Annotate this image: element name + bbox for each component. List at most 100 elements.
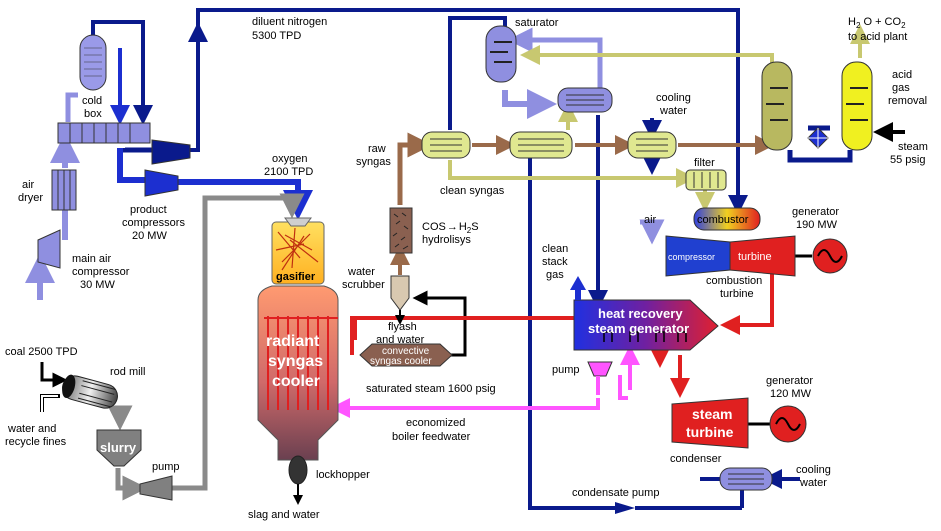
acid-gas-label-3: removal <box>888 95 927 107</box>
main-air-compressor-icon <box>37 229 61 269</box>
nitrogen-compressor-icon <box>151 139 191 165</box>
combustor-box <box>693 207 761 231</box>
rod-mill-label: rod mill <box>110 366 145 378</box>
saturator-column <box>485 25 517 83</box>
economized-feedwater-line <box>330 398 600 418</box>
hydrolysis-label: hydrolisys <box>422 234 471 246</box>
coal-feed-arrow <box>40 362 68 388</box>
slurry-pump-label: pump <box>152 461 180 473</box>
air-to-compressor-arrow <box>639 219 665 245</box>
hrsg-label-1: heat recovery <box>598 306 683 321</box>
main-air-compressor-label: main air <box>72 253 111 265</box>
diluent-nitrogen-rate: 5300 TPD <box>252 30 301 42</box>
filter-label: filter <box>694 157 715 169</box>
raw-syngas-line <box>397 132 433 205</box>
cold-box-label: cold <box>82 95 102 107</box>
power-block <box>570 207 848 514</box>
oxygen-to-compressor-line <box>117 148 145 183</box>
convective-syngas-cooler <box>359 343 453 367</box>
oxygen-compressor-icon <box>144 169 179 197</box>
cos-hydrolysis-reactor <box>389 207 413 254</box>
saturator-to-exchanger-line <box>502 89 557 119</box>
clean-syngas-line <box>448 160 696 188</box>
labels: diluent nitrogen 5300 TPD cold box air d… <box>5 16 928 521</box>
slurry-tank <box>96 429 142 467</box>
condensate-pump-icon <box>615 502 635 514</box>
flyash-label-2: and water <box>376 334 425 346</box>
radiant-cooler-label-2: syngas <box>268 353 323 370</box>
pump-feed-line <box>618 375 628 400</box>
economized-label: economized <box>406 417 465 429</box>
generator-120-power: 120 MW <box>770 388 812 400</box>
steam-55-label: steam <box>898 141 928 153</box>
combustion-turbine-label: combustion <box>706 275 762 287</box>
saturator-label: saturator <box>515 17 559 29</box>
condenser-label: condenser <box>670 453 722 465</box>
slurry-label: slurry <box>100 440 137 455</box>
acid-gas-label-2: gas <box>892 82 910 94</box>
acid-gas-absorber <box>761 61 793 151</box>
lockhopper-vessel <box>288 455 308 485</box>
water-scrubber-label: water <box>347 266 375 278</box>
product-compressors-label-2: compressors <box>122 217 185 229</box>
water-label: water and <box>7 423 56 435</box>
saturator-feed-line <box>448 16 507 130</box>
water-feed-arrow <box>41 395 58 412</box>
steam-55-label-2: 55 psig <box>890 154 925 166</box>
oxygen-to-gasifier-line <box>178 179 313 220</box>
turbine-label: turbine <box>738 251 772 263</box>
acid-plant-formula: H2 O + CO2 <box>848 16 906 30</box>
cooling-water-bottom-label: cooling <box>796 464 831 476</box>
economized-label-2: boiler feedwater <box>392 431 471 443</box>
oxygen-rate: 2100 TPD <box>264 166 313 178</box>
cooling-water-bottom-label-2: water <box>799 477 827 489</box>
gasifier-train <box>257 217 339 505</box>
cooling-water-top-label: cooling <box>656 92 691 104</box>
convective-cooler-label-2: syngas cooler <box>370 356 432 367</box>
hrsg-box <box>573 299 719 351</box>
acid-gas-bottom-line <box>787 150 853 163</box>
condensate-return-line <box>528 155 615 510</box>
clean-syngas-label: clean syngas <box>440 185 505 197</box>
combustion-turbine-label-2: turbine <box>720 288 754 300</box>
steam-turbine-label-2: turbine <box>686 424 734 440</box>
acid-gas-label: acid <box>892 69 912 81</box>
feedwater-pump-icon <box>587 361 613 377</box>
hrsg-coils <box>603 331 687 342</box>
slurry-to-pump-line <box>115 468 148 501</box>
water-feed-outline <box>40 394 60 412</box>
slurry-to-gasifier-line <box>172 193 305 491</box>
air-coldbox-loop <box>65 92 78 122</box>
raw-syngas-label: raw <box>368 143 386 155</box>
cold-box-column <box>79 34 107 91</box>
oxygen-label: oxygen <box>272 153 307 165</box>
feedwater-pump-label: pump <box>552 364 580 376</box>
air-separation-unit <box>37 34 191 269</box>
diluent-nitrogen-label: diluent nitrogen <box>252 16 327 28</box>
nitrogen-to-compressor-line <box>122 147 152 153</box>
water-scrubber-label-2: scrubber <box>342 279 385 291</box>
gasifier-flame-icon <box>275 227 319 271</box>
rod-mill-icon <box>62 374 118 409</box>
main-air-compressor-label-2: compressor <box>72 266 130 278</box>
water-scrubber-vessel <box>390 275 410 311</box>
steam-turbine-label-1: steam <box>692 406 732 422</box>
product-compressors-power: 20 MW <box>132 230 167 242</box>
radiant-cooler-label-1: radiant <box>266 333 320 350</box>
clean-stack-label: clean <box>542 243 568 255</box>
saturated-steam-label: saturated steam 1600 psig <box>366 383 496 395</box>
air-label: air <box>644 214 657 226</box>
coal-preparation <box>62 374 173 501</box>
radiant-cooler-label-3: cooler <box>272 373 320 390</box>
coal-feed-label: coal 2500 TPD <box>5 346 78 358</box>
acid-gas-to-saturator-line <box>520 45 774 65</box>
turbine-exhaust-line <box>720 272 774 335</box>
clean-stack-gas-arrow <box>570 276 586 290</box>
lockhopper-label: lockhopper <box>316 469 370 481</box>
slag-label: slag and water <box>248 509 320 521</box>
product-compressors-label: product <box>130 204 167 216</box>
condensate-pump-label: condensate pump <box>572 487 659 499</box>
generator-190-label: generator <box>792 206 839 218</box>
to-acid-plant-label: to acid plant <box>848 31 907 43</box>
